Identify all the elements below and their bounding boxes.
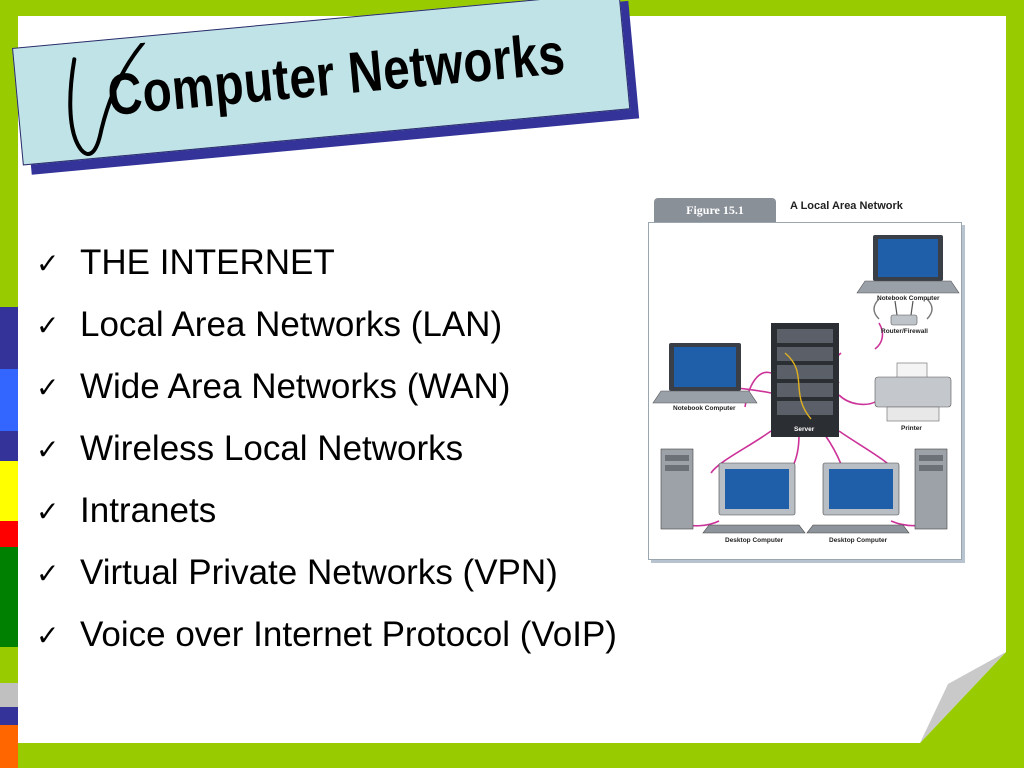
list-item: ✓ Intranets	[36, 480, 617, 542]
bullet-text: THE INTERNET	[80, 243, 335, 282]
list-item: ✓ Local Area Networks (LAN)	[36, 294, 617, 356]
check-icon: ✓	[36, 432, 60, 466]
label-printer: Printer	[901, 425, 922, 432]
bullet-text: Virtual Private Networks (VPN)	[80, 553, 558, 592]
lan-diagram	[652, 235, 960, 534]
notebook-top-device	[856, 235, 960, 294]
bullet-text: Local Area Networks (LAN)	[80, 305, 503, 344]
notebook-left-device	[652, 343, 758, 404]
check-icon: ✓	[36, 494, 60, 528]
figure-frame: Notebook Computer Router/Firewall Notebo…	[648, 222, 962, 560]
desktop-left-device	[702, 462, 806, 534]
swoosh-icon	[68, 42, 146, 156]
check-icon: ✓	[36, 618, 60, 652]
label-desktop-right: Desktop Computer	[829, 537, 888, 544]
list-item: ✓ THE INTERNET	[36, 232, 617, 294]
server-device	[771, 323, 839, 437]
bullet-list: ✓ THE INTERNET ✓ Local Area Networks (LAN)…	[36, 232, 617, 666]
check-icon: ✓	[36, 556, 60, 590]
bullet-text: Intranets	[80, 491, 217, 530]
list-item: ✓ Wide Area Networks (WAN)	[36, 356, 617, 418]
label-notebook-top: Notebook Computer	[877, 295, 940, 302]
left-color-strip	[0, 307, 18, 768]
bullet-text: Wireless Local Networks	[80, 429, 464, 468]
check-icon: ✓	[36, 246, 60, 280]
bullet-text: Wide Area Networks (WAN)	[80, 367, 511, 406]
label-notebook-left: Notebook Computer	[673, 405, 736, 412]
label-server: Server	[794, 426, 815, 433]
tower-right-device	[914, 448, 948, 530]
page-title: Computer Networks	[104, 21, 568, 129]
check-icon: ✓	[36, 308, 60, 342]
lan-figure: Figure 15.1 A Local Area Network	[648, 196, 964, 562]
tower-left-device	[660, 448, 694, 530]
label-router: Router/Firewall	[881, 328, 928, 335]
figure-caption: A Local Area Network	[790, 200, 903, 212]
printer-device	[874, 362, 952, 422]
list-item: ✓ Wireless Local Networks	[36, 418, 617, 480]
list-item: ✓ Virtual Private Networks (VPN)	[36, 542, 617, 604]
list-item: ✓ Voice over Internet Protocol (VoIP)	[36, 604, 617, 666]
bullet-text: Voice over Internet Protocol (VoIP)	[80, 615, 617, 654]
figure-tab: Figure 15.1	[654, 198, 776, 222]
page-curl	[920, 652, 1006, 743]
router-device	[873, 298, 933, 326]
label-desktop-left: Desktop Computer	[725, 537, 784, 544]
desktop-right-device	[806, 462, 910, 534]
check-icon: ✓	[36, 370, 60, 404]
title-banner: Computer Networks	[12, 0, 640, 175]
title-banner-box: Computer Networks	[12, 0, 631, 166]
